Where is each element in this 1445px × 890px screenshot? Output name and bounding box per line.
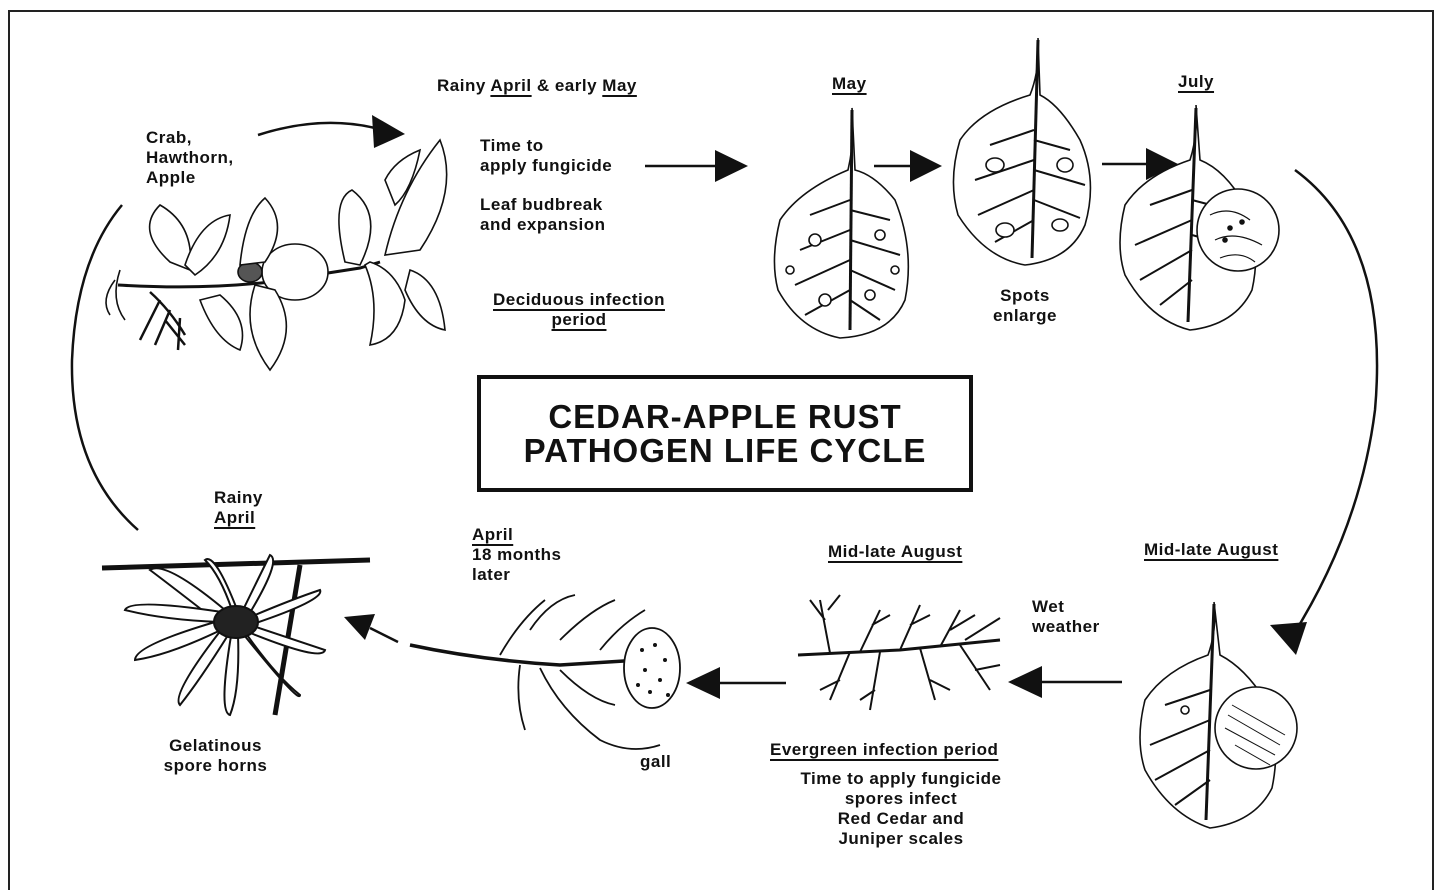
april-word: April xyxy=(214,508,255,527)
spots-enlarge-label: Spots enlarge xyxy=(975,286,1075,326)
july-leaf-illustration xyxy=(1120,105,1279,330)
arrow-gall-to-horns xyxy=(370,628,398,642)
april-text: April xyxy=(490,76,531,95)
rainy-april-early-may-label: Rainy April & early May xyxy=(437,76,637,96)
leaf-budbreak-label: Leaf budbreak and expansion xyxy=(480,195,606,235)
spots-enlarge-leaf-illustration xyxy=(953,38,1090,265)
diagram-title: CEDAR-APPLE RUST PATHOGEN LIFE CYCLE xyxy=(524,400,927,468)
early-text: & early xyxy=(532,76,603,95)
arrow-july-to-august-leaf xyxy=(1290,170,1377,640)
gall-label: gall xyxy=(640,752,671,772)
gall-branch-illustration xyxy=(410,595,680,749)
spore-horns-illustration xyxy=(102,555,370,715)
april-word-2: April xyxy=(472,525,513,544)
rainy-text: Rainy xyxy=(437,76,490,95)
months-later-text: 18 months later xyxy=(472,545,562,584)
mid-late-august-left-label: Mid-late August xyxy=(828,542,962,562)
july-label: July xyxy=(1178,72,1214,92)
title-box: CEDAR-APPLE RUST PATHOGEN LIFE CYCLE xyxy=(477,375,973,492)
deciduous-infection-label: Deciduous infection period xyxy=(480,290,678,330)
juniper-sprig-illustration xyxy=(798,595,1000,710)
gelatinous-spore-horns-label: Gelatinous spore horns xyxy=(148,736,283,776)
mid-late-august-right-label: Mid-late August xyxy=(1144,540,1278,560)
arrow-hosts-to-branch xyxy=(258,123,375,135)
may-text: May xyxy=(602,76,637,95)
hosts-label: Crab, Hawthorn, Apple xyxy=(146,128,234,188)
may-leaf-illustration xyxy=(774,108,908,338)
may-label: May xyxy=(832,74,867,94)
arrow-horns-to-hosts xyxy=(72,205,138,530)
time-to-apply-fungicide-2-label: Time to apply fungicide spores infect Re… xyxy=(770,769,1032,849)
evergreen-infection-label: Evergreen infection period xyxy=(770,740,998,760)
rainy-word: Rainy xyxy=(214,488,263,507)
wet-weather-label: Wet weather xyxy=(1032,597,1100,637)
august-leaf-illustration xyxy=(1140,602,1297,828)
time-to-apply-fungicide-label: Time to apply fungicide xyxy=(480,136,612,176)
